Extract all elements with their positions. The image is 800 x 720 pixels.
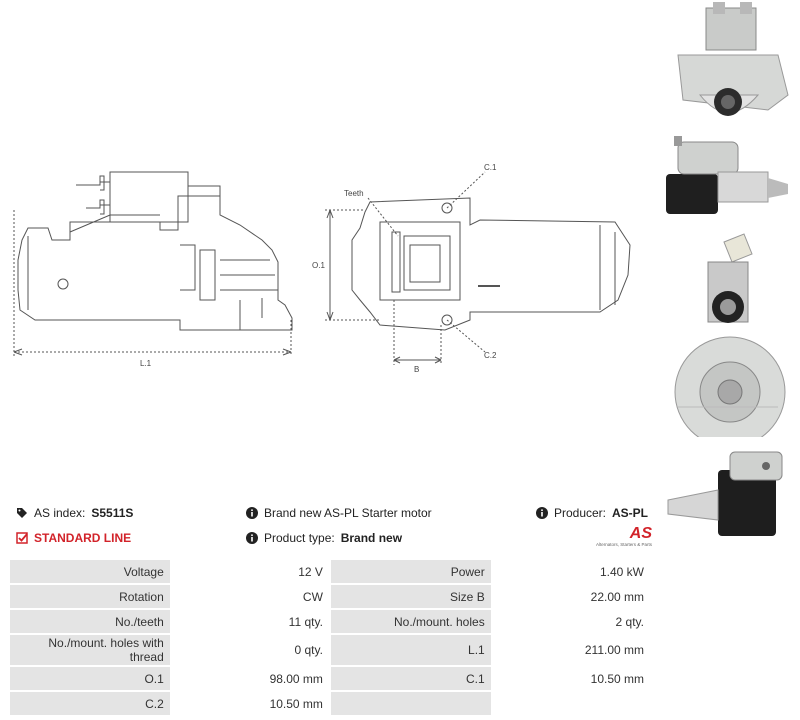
spec-value: 211.00 mm — [492, 635, 650, 665]
as-index-row: AS index: S5511S — [16, 506, 133, 520]
c1-label: C.1 — [484, 163, 497, 172]
as-index-label: AS index: — [34, 506, 86, 520]
info-icon — [246, 507, 258, 519]
standard-line-label: STANDARD LINE — [34, 531, 132, 545]
c2-label: C.2 — [484, 351, 497, 360]
starter-photo-2-icon[interactable] — [658, 132, 798, 222]
starter-photo-4-icon[interactable] — [658, 450, 798, 540]
technical-drawing: L.1 O.1 B Teeth C.1 C.2 — [13, 163, 631, 374]
starter-photo-1-icon[interactable] — [658, 0, 798, 130]
spec-label: Rotation — [10, 585, 170, 608]
product-type-value: Brand new — [340, 531, 403, 545]
spec-value: 11 qty. — [171, 610, 329, 633]
producer-label: Producer: — [553, 506, 606, 520]
standard-line-row: STANDARD LINE — [16, 531, 131, 545]
spec-value: 22.00 mm — [492, 585, 650, 608]
spec-label: Voltage — [10, 560, 170, 583]
as-index-value: S5511S — [91, 506, 134, 520]
spec-value: 10.50 mm — [492, 667, 650, 690]
teeth-label: Teeth — [344, 189, 364, 198]
starter-photo-3-icon[interactable] — [658, 232, 798, 437]
logo-tagline: Alternators, Starters & Parts — [595, 542, 652, 547]
spec-label: No./mount. holes — [330, 610, 491, 633]
as-pl-logo: AS Alternators, Starters & Parts — [588, 526, 652, 556]
product-type-row: Product type: Brand new — [246, 531, 402, 545]
spec-value: 2 qty. — [492, 610, 650, 633]
description-row: Brand new AS-PL Starter motor — [246, 506, 432, 520]
spec-value: 98.00 mm — [171, 667, 329, 690]
producer-value: AS-PL — [612, 506, 648, 520]
spec-value: 12 V — [171, 560, 329, 583]
spec-label: O.1 — [10, 667, 170, 690]
dim-o1-label: O.1 — [312, 261, 325, 270]
product-type-label: Product type: — [264, 531, 335, 545]
spec-label: Power — [330, 560, 491, 583]
side-view-drawing — [17, 171, 293, 331]
spec-label: C.2 — [10, 692, 170, 715]
spec-value: 10.50 mm — [171, 692, 329, 715]
spec-label: L.1 — [330, 635, 491, 665]
spec-label: No./mount. holes with thread — [10, 635, 170, 665]
spec-label: C.1 — [330, 667, 491, 690]
spec-label: No./teeth — [10, 610, 170, 633]
checkbox-checked-icon — [16, 532, 28, 544]
producer-row: Producer: AS-PL — [535, 506, 648, 520]
logo-mark: AS — [629, 525, 652, 542]
spec-value — [492, 692, 650, 715]
dim-l1-label: L.1 — [140, 359, 152, 368]
info-icon — [246, 532, 258, 544]
spec-value: CW — [171, 585, 329, 608]
spec-value: 0 qty. — [171, 635, 329, 665]
spec-value: 1.40 kW — [492, 560, 650, 583]
spec-label: Size B — [330, 585, 491, 608]
product-description: Brand new AS-PL Starter motor — [264, 506, 432, 520]
info-icon — [535, 507, 548, 519]
front-view-drawing — [351, 197, 631, 331]
dim-b-label: B — [414, 365, 419, 374]
spec-label — [330, 692, 491, 715]
tag-icon — [17, 508, 27, 518]
